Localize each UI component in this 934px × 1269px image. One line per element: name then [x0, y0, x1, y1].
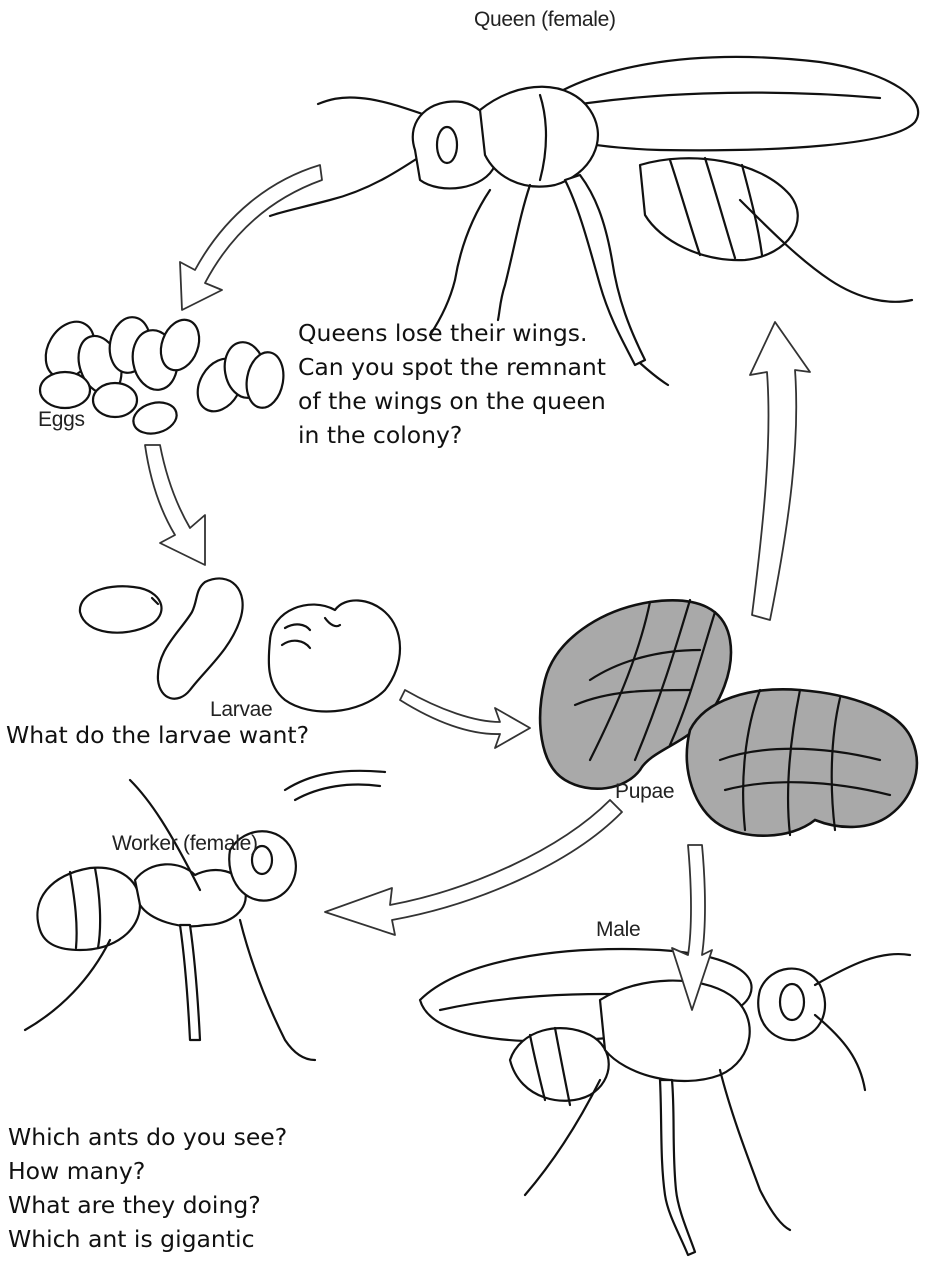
worker-ant-illustration: [25, 771, 385, 1060]
pupae-illustration: [540, 600, 917, 836]
arrow-queen-to-eggs: [180, 165, 322, 310]
larvae-illustration: [80, 578, 400, 711]
larvae-question: What do the larvae want?: [6, 718, 309, 752]
queen-label: Queen (female): [474, 8, 616, 32]
male-label: Male: [596, 918, 640, 942]
arrow-pupae-to-queen: [750, 322, 810, 620]
queen-wings-note: Queens lose their wings. Can you spot th…: [298, 316, 606, 452]
queen-wings-note-line: Can you spot the remnant: [298, 350, 606, 384]
observation-question-line: What are they doing?: [8, 1188, 287, 1222]
observation-question-line: Which ant is gigantic: [8, 1222, 287, 1256]
worker-label: Worker (female): [112, 832, 258, 856]
queen-wings-note-line: Queens lose their wings.: [298, 316, 606, 350]
queen-wings-note-line: of the wings on the queen: [298, 384, 606, 418]
arrow-larvae-to-pupae: [400, 690, 530, 748]
arrow-eggs-to-larvae: [145, 445, 205, 565]
arrow-pupae-to-worker: [325, 800, 622, 935]
eggs-label: Eggs: [38, 408, 85, 432]
observation-question-line: How many?: [8, 1154, 287, 1188]
pupae-label: Pupae: [615, 780, 674, 804]
observation-question-line: Which ants do you see?: [8, 1120, 287, 1154]
queen-wings-note-line: in the colony?: [298, 418, 606, 452]
observation-questions: Which ants do you see? How many? What ar…: [8, 1120, 287, 1256]
male-ant-illustration: [420, 949, 910, 1255]
